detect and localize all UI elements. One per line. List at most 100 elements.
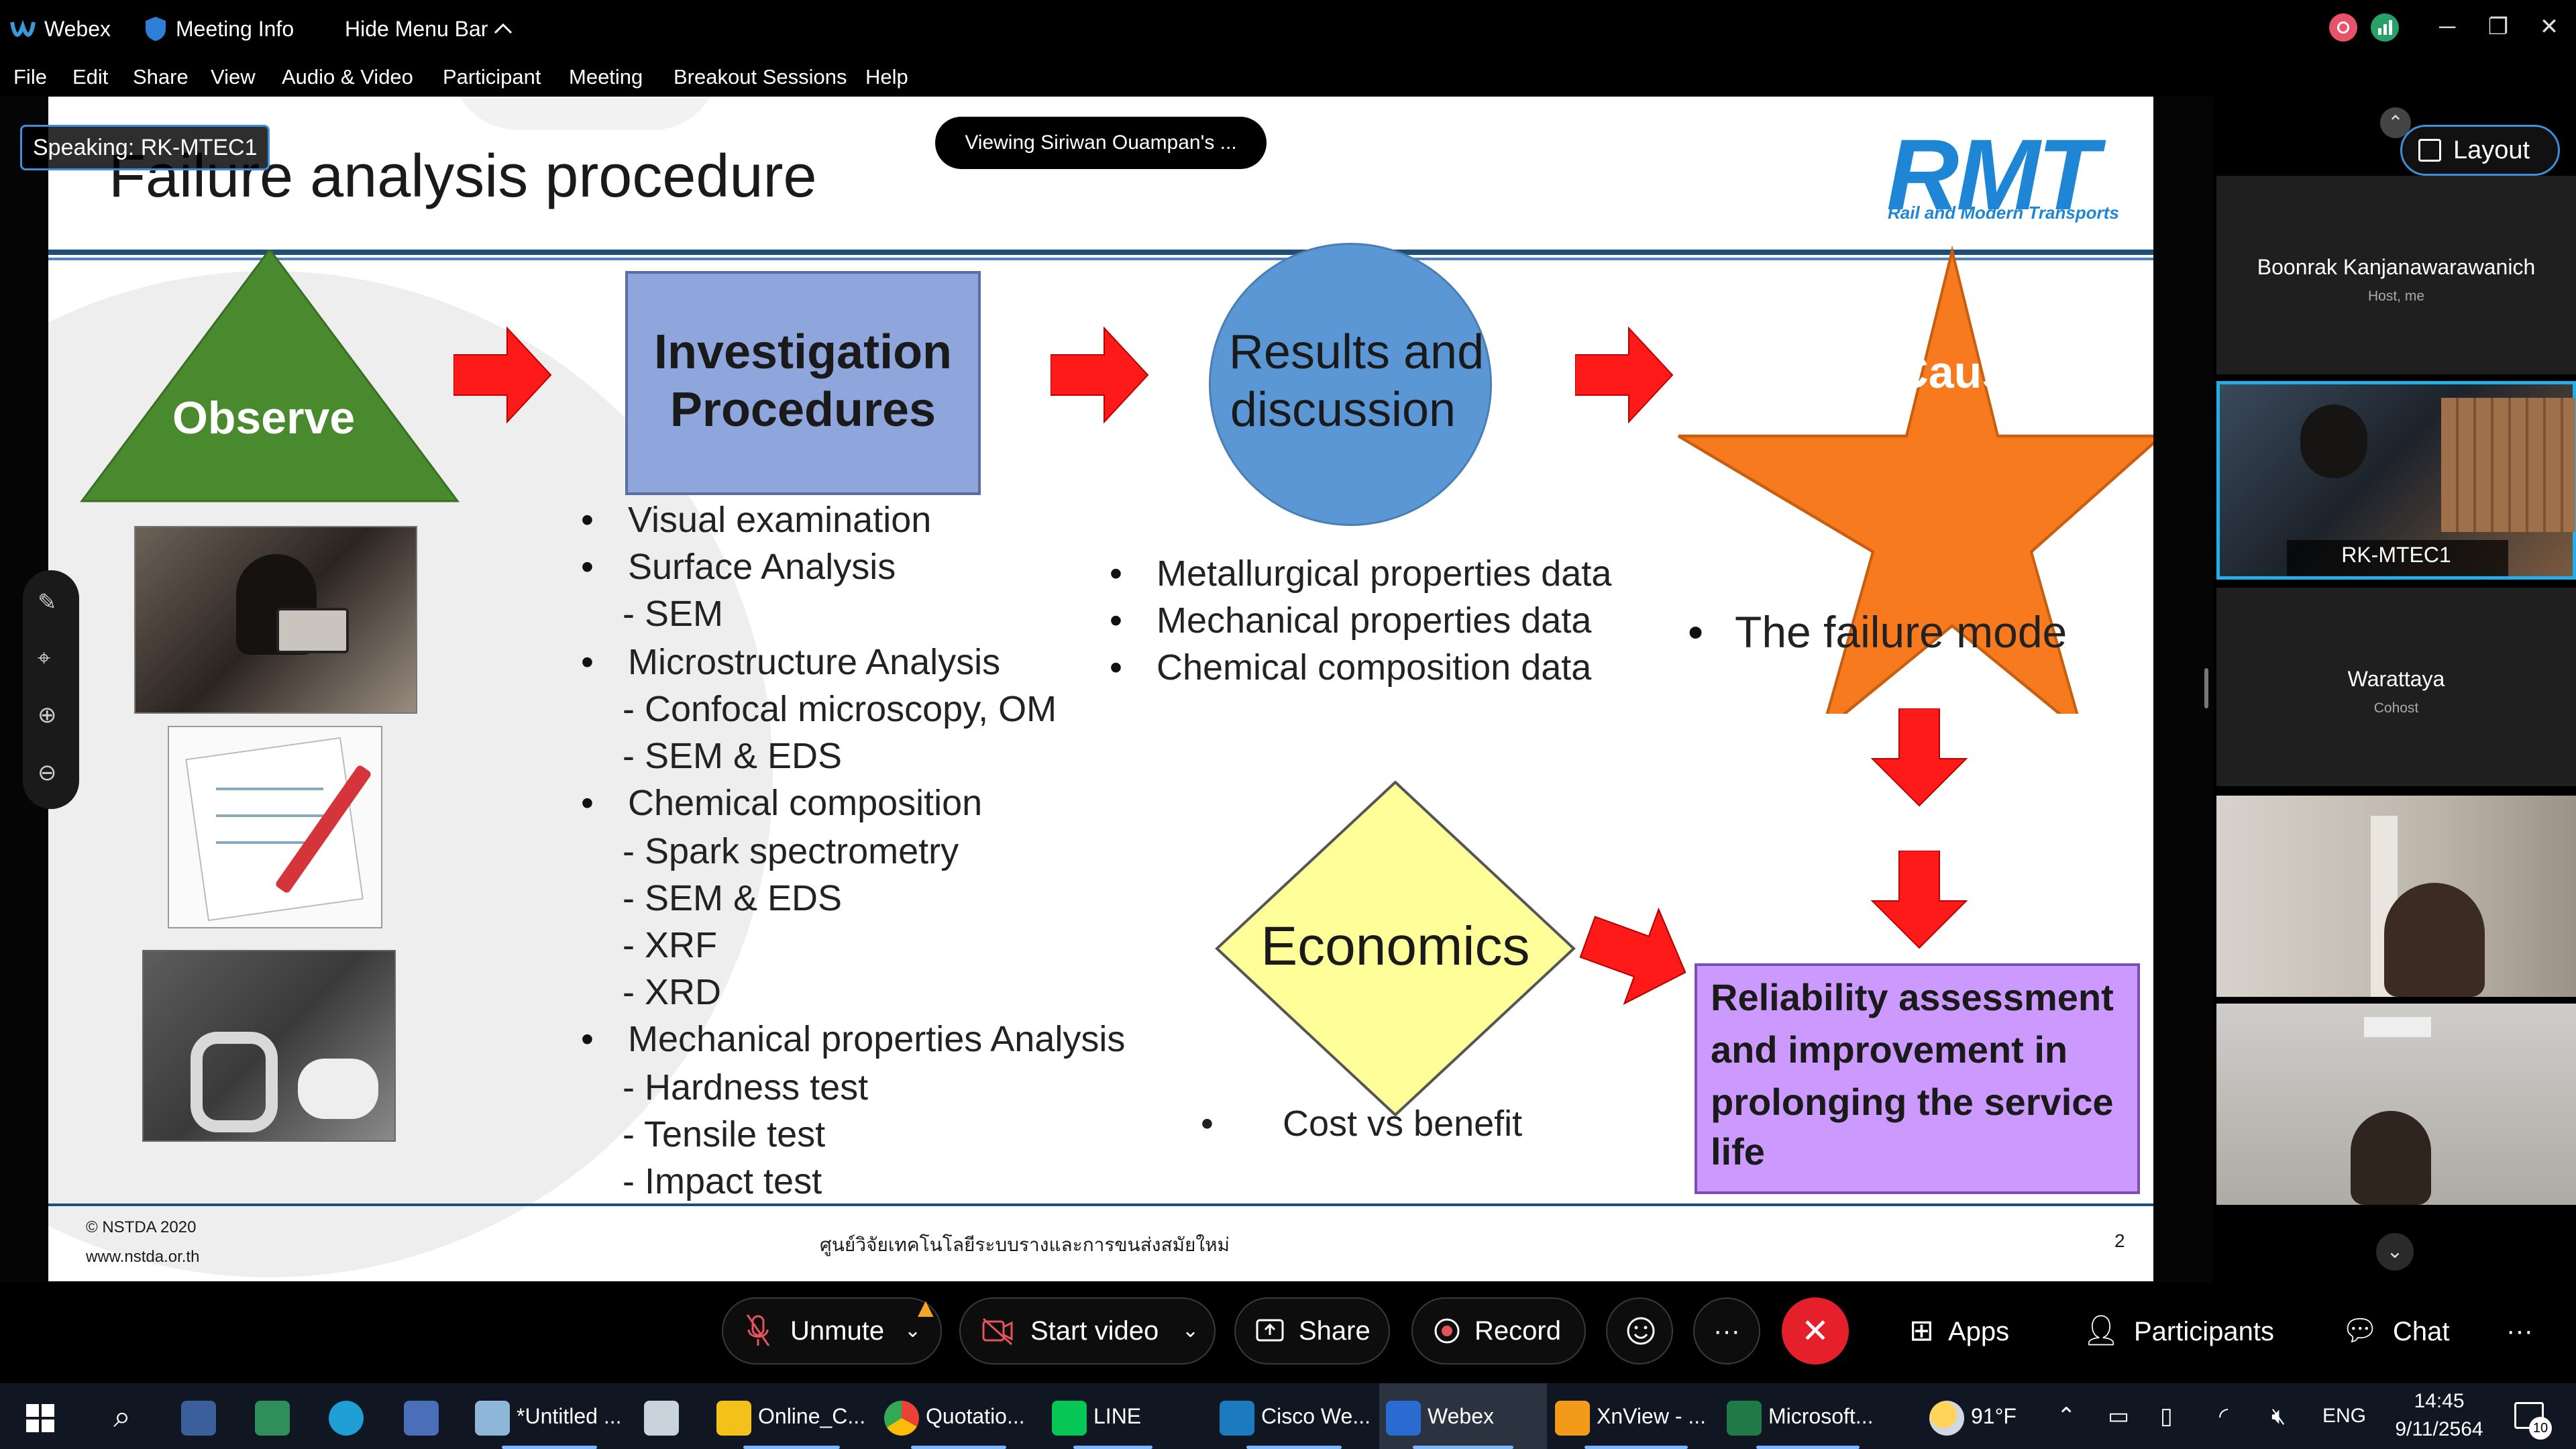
taskbar-app[interactable]: *Untitled ... (470, 1383, 629, 1449)
taskbar-app[interactable]: LINE (1046, 1383, 1179, 1449)
shared-slide: Failure analysis procedure RMT Rail and … (48, 97, 2153, 1281)
list-item: - XRD (623, 972, 721, 1012)
annotate-icon[interactable]: ✎ (38, 590, 57, 615)
apps-button[interactable]: ⊞ Apps (1909, 1297, 2009, 1364)
restore-button[interactable]: ❐ (2487, 14, 2509, 40)
viewing-banner[interactable]: Viewing Siriwan Ouampan's ... (935, 117, 1267, 169)
unmute-label: Unmute (790, 1316, 885, 1346)
list-item: - XRF (623, 925, 717, 965)
menu-audio-video[interactable]: Audio & Video (282, 65, 413, 89)
reliability-box (1695, 963, 2140, 1194)
title-rule-thin (48, 258, 2153, 260)
start-video-button[interactable]: Start video ⌄ (959, 1297, 1216, 1364)
investigation-title-line2: Procedures (669, 383, 936, 437)
more-options-button[interactable]: ··· (1693, 1297, 1760, 1364)
language-indicator[interactable]: ENG (2322, 1405, 2367, 1427)
minimize-button[interactable]: ─ (2438, 14, 2456, 40)
rmt-logo: RMT (1886, 118, 2099, 231)
taskbar-globe-icon[interactable] (255, 1383, 298, 1449)
participant-tile[interactable]: Boonrak Kanjanawarawanich Host, me (2216, 176, 2576, 374)
panel-resize-handle[interactable] (2204, 668, 2208, 708)
menu-participant[interactable]: Participant (443, 65, 541, 89)
meeting-info-button[interactable]: Meeting Info (176, 17, 294, 41)
apps-label: Apps (1948, 1317, 2010, 1346)
record-button[interactable]: Record (1411, 1297, 1586, 1364)
zoom-in-icon[interactable]: ⊕ (38, 702, 57, 728)
metal-sample-image (142, 950, 396, 1142)
participant-tile[interactable]: Warattaya Cohost (2216, 588, 2576, 786)
camera-photo-image (134, 526, 417, 714)
clock[interactable]: 14:45 9/11/2564 (2385, 1387, 2493, 1445)
participant-video-figure (2351, 1111, 2431, 1205)
reactions-button[interactable] (1606, 1297, 1673, 1364)
start-button[interactable] (19, 1383, 62, 1449)
page-number: 2 (2114, 1230, 2125, 1251)
document-icon (475, 1400, 510, 1436)
cisco-icon (1220, 1400, 1254, 1436)
menu-edit[interactable]: Edit (72, 65, 109, 89)
notification-center-button[interactable]: 10 (2509, 1397, 2552, 1440)
weather-icon (1929, 1400, 1964, 1436)
list-item: - SEM & EDS (623, 878, 843, 918)
weather-widget[interactable]: 91°F (1929, 1383, 2043, 1449)
participant-video-tile[interactable]: RK-MTEC1 (2216, 381, 2576, 580)
search-icon[interactable]: ⌕ (113, 1399, 131, 1434)
layout-icon (2418, 139, 2441, 162)
layout-button[interactable]: Layout (2400, 125, 2560, 176)
edge-browser-icon[interactable] (329, 1383, 372, 1449)
windows-logo-icon (26, 1403, 54, 1432)
battery-icon[interactable]: ▯ (2160, 1403, 2173, 1429)
taskbar-app[interactable]: XnView - ... (1550, 1383, 1723, 1449)
notification-count: 10 (2529, 1417, 2552, 1440)
meet-now-icon[interactable]: ▭ (2108, 1403, 2130, 1429)
reliability-line-3: prolonging the service (1711, 1081, 2114, 1123)
unmute-button[interactable]: Unmute ⌄ (722, 1297, 942, 1364)
close-button[interactable]: ✕ (2539, 14, 2559, 40)
menu-breakout-sessions[interactable]: Breakout Sessions (674, 65, 847, 89)
chevron-down-icon[interactable]: ⌄ (2376, 1233, 2414, 1271)
overflow-menu-button[interactable]: ··· (2506, 1316, 2533, 1346)
chevron-down-icon[interactable]: ⌄ (1182, 1320, 1199, 1342)
participant-video-tile[interactable] (2216, 1004, 2576, 1205)
remote-control-icon[interactable]: ⌖ (38, 645, 51, 671)
speaker-muted-icon[interactable]: 🔇︎ (2271, 1403, 2286, 1429)
end-meeting-button[interactable]: ✕ (1782, 1297, 1849, 1364)
menu-meeting[interactable]: Meeting (569, 65, 643, 89)
rmt-logo-tagline: Rail and Modern Transports (1888, 203, 2119, 223)
chevron-up-icon[interactable] (491, 12, 515, 46)
menu-help[interactable]: Help (865, 65, 908, 89)
reliability-line-1: Reliability assessment (1711, 976, 2114, 1018)
person-icon: 👤︎ (2082, 1314, 2120, 1347)
participant-video-tile[interactable] (2216, 796, 2576, 997)
wifi-icon[interactable]: ◜ (2219, 1403, 2229, 1429)
participants-button[interactable]: 👤︎ Participants (2082, 1297, 2274, 1364)
chat-button[interactable]: 💬︎ Chat (2341, 1297, 2449, 1364)
record-label: Record (1474, 1316, 1561, 1346)
network-stats-icon[interactable] (2371, 13, 2399, 42)
menu-share[interactable]: Share (133, 65, 189, 89)
taskbar-butterfly-icon[interactable] (644, 1383, 687, 1449)
layout-label: Layout (2453, 136, 2530, 164)
taskbar-app[interactable]: Cisco We... (1214, 1383, 1374, 1449)
taskbar-app[interactable]: Microsoft... (1721, 1383, 1894, 1449)
chevron-up-icon[interactable]: ⌃ (2057, 1403, 2076, 1429)
taskbar-calculator-icon[interactable] (181, 1383, 224, 1449)
list-item: Visual examination (581, 499, 931, 541)
clock-date: 9/11/2564 (2395, 1418, 2483, 1440)
participant-name: Warattaya (2347, 667, 2445, 691)
menu-view[interactable]: View (211, 65, 256, 89)
hide-menu-bar-button[interactable]: Hide Menu Bar (345, 17, 488, 41)
zoom-out-icon[interactable]: ⊖ (38, 760, 57, 786)
taskbar-network-icon[interactable] (404, 1383, 447, 1449)
shield-icon[interactable] (144, 12, 168, 46)
investigation-title-line1: Investigation (653, 325, 953, 379)
taskbar-app[interactable]: Quotatio... (879, 1383, 1038, 1449)
menu-file[interactable]: File (13, 65, 47, 89)
clock-time: 14:45 (2414, 1390, 2465, 1412)
taskbar-app[interactable]: Webex (1379, 1383, 1547, 1449)
chevron-down-icon[interactable]: ⌄ (904, 1320, 922, 1342)
taskbar-app[interactable]: Online_C... (711, 1383, 872, 1449)
results-title-line2: discussion (1230, 383, 1456, 437)
results-circle (1209, 243, 1492, 526)
share-button[interactable]: Share (1234, 1297, 1390, 1364)
